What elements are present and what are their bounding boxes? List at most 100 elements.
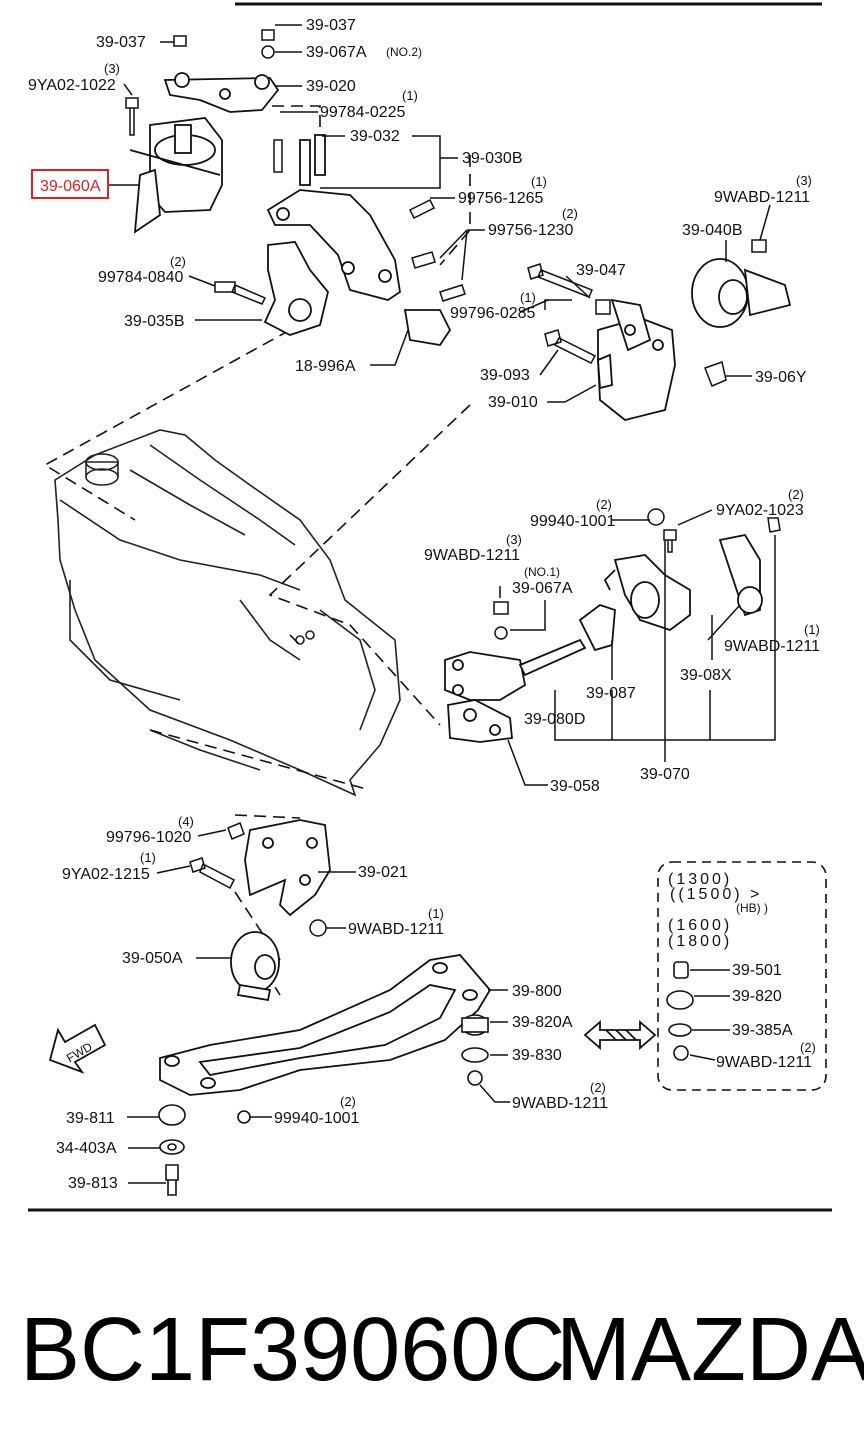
qty-9wabd-1211-a: (3) [796, 173, 812, 188]
label-99756-1230: 99756-1230 [488, 222, 574, 239]
qty-99784-0225: (1) [402, 88, 418, 103]
label-9wabd-1211-d: 9WABD-1211 [348, 921, 444, 938]
variant-box [657, 861, 827, 1091]
crossmember-39-800 [159, 954, 492, 1096]
qty-99756-1265: (1) [531, 174, 547, 189]
label-39-093: 39-093 [480, 367, 530, 384]
label-9ya02-1023: 9YA02-1023 [716, 502, 804, 519]
label-39-067a-no1: 39-067A [512, 580, 573, 597]
label-99796-1020: 99796-1020 [106, 829, 192, 846]
variant-1800: (1800) [668, 933, 732, 950]
leader-lines [108, 24, 776, 1184]
label-39-087: 39-087 [586, 685, 636, 702]
variant-hb: (HB) ) [736, 901, 768, 915]
fwd-arrow-icon: FWD [48, 1023, 107, 1074]
variant-1300: (1300) [668, 871, 732, 888]
variant-parts [666, 961, 694, 1061]
label-9wabd-1211-e: 9WABD-1211 [512, 1095, 608, 1112]
label-99784-0840: 99784-0840 [98, 269, 184, 286]
part-labels: 39-037 39-037 39-067A (NO.2) (3) 9YA02-1… [28, 17, 820, 1192]
qty-99940-1001-b: (2) [340, 1094, 356, 1109]
qty-99796-1020: (4) [178, 814, 194, 829]
fasteners-middle [493, 508, 781, 640]
label-39-037-a: 39-037 [96, 34, 146, 51]
label-39-032: 39-032 [350, 128, 400, 145]
label-39-813: 39-813 [68, 1175, 118, 1192]
double-arrow-icon [583, 1020, 657, 1050]
plate-39-058 [447, 699, 513, 743]
part-number: BC1F39060C [20, 1300, 566, 1400]
bracket-39-035b [263, 241, 329, 336]
label-39-811: 39-811 [66, 1110, 115, 1127]
label-9ya02-1022: 9YA02-1022 [28, 77, 116, 94]
label-99796-0285: 99796-0285 [450, 305, 536, 322]
qty-99796-0285: (1) [520, 290, 536, 305]
qty-99784-0840: (2) [170, 254, 186, 269]
qty-9wabd-1211-d: (1) [428, 906, 444, 921]
qty-9wabd-1211-c: (1) [804, 622, 820, 637]
label-99784-0225: 99784-0225 [320, 104, 406, 121]
variant-1500: ((1500) > [670, 886, 762, 903]
label-9wabd-1211-f: 9WABD-1211 [716, 1054, 812, 1071]
label-39-080d: 39-080D [524, 711, 585, 728]
label-39-021: 39-021 [358, 864, 408, 881]
mount-rubber-39-040b [691, 258, 792, 328]
upper-bracket-39-030b [266, 134, 401, 301]
clip-18-996a [403, 309, 452, 346]
qty-9ya02-1022: (3) [104, 61, 120, 76]
label-18-996a: 18-996A [295, 358, 356, 375]
label-39-035b: 39-035B [124, 313, 185, 330]
upper-mount-bracket-39-020 [163, 72, 280, 113]
label-39-047: 39-047 [576, 262, 626, 279]
bracket-39-021 [244, 819, 331, 917]
label-39-820a: 39-820A [512, 1014, 573, 1031]
fasteners-upper [125, 29, 767, 305]
label-39-037-b: 39-037 [306, 17, 356, 34]
label-34-403a: 34-403A [56, 1140, 117, 1157]
label-9ya02-1215: 9YA02-1215 [62, 866, 150, 883]
mount-rubber-39-050a [230, 931, 280, 1002]
label-39-067a-no2: 39-067A [306, 44, 367, 61]
mount-bracket-39-010 [597, 298, 676, 421]
label-39-501: 39-501 [732, 962, 782, 979]
label-99940-1001-a: 99940-1001 [530, 513, 616, 530]
label-39-058: 39-058 [550, 778, 600, 795]
label-99940-1001-b: 99940-1001 [274, 1110, 360, 1127]
mount-rubber-39-060a [129, 117, 223, 234]
qty-9ya02-1215: (1) [140, 850, 156, 865]
label-39-830: 39-830 [512, 1047, 562, 1064]
label-39-08x: 39-08X [680, 667, 732, 684]
label-39-050a: 39-050A [122, 950, 183, 967]
fasteners-right [527, 263, 727, 387]
label-39-385a: 39-385A [732, 1022, 793, 1039]
qty-9wabd-1211-f: (2) [800, 1040, 816, 1055]
engine-block-outline [54, 429, 401, 797]
label-39-060a: 39-060A [40, 178, 101, 195]
bracket-39-080d [444, 603, 616, 701]
highlight-box [31, 169, 109, 199]
label-9wabd-1211-c: 9WABD-1211 [724, 638, 820, 655]
qty-9wabd-1211-e: (2) [590, 1080, 606, 1095]
label-39-030b: 39-030B [462, 150, 523, 167]
qty-9ya02-1023: (2) [788, 487, 804, 502]
label-39-070: 39-070 [640, 766, 690, 783]
label-39-06y: 39-06Y [755, 369, 807, 386]
label-no2: (NO.2) [386, 45, 422, 59]
fasteners-lower-left [189, 822, 327, 937]
label-39-820: 39-820 [732, 988, 782, 1005]
label-9wabd-1211-a: 9WABD-1211 [714, 189, 810, 206]
label-no1: (NO.1) [524, 565, 560, 579]
label-39-800: 39-800 [512, 983, 562, 1000]
variant-1600: (1600) [668, 917, 732, 934]
label-39-040b: 39-040B [682, 222, 743, 239]
label-9wabd-1211-b: 9WABD-1211 [424, 547, 520, 564]
crossmember-bushings [158, 1014, 489, 1196]
label-99756-1265: 99756-1265 [458, 190, 544, 207]
label-39-010: 39-010 [488, 394, 538, 411]
qty-99940-1001-a: (2) [596, 497, 612, 512]
transmission-mount-39-070 [603, 533, 763, 632]
brand-name: MAZDA [556, 1300, 864, 1400]
label-39-020: 39-020 [306, 78, 356, 95]
qty-99756-1230: (2) [562, 206, 578, 221]
